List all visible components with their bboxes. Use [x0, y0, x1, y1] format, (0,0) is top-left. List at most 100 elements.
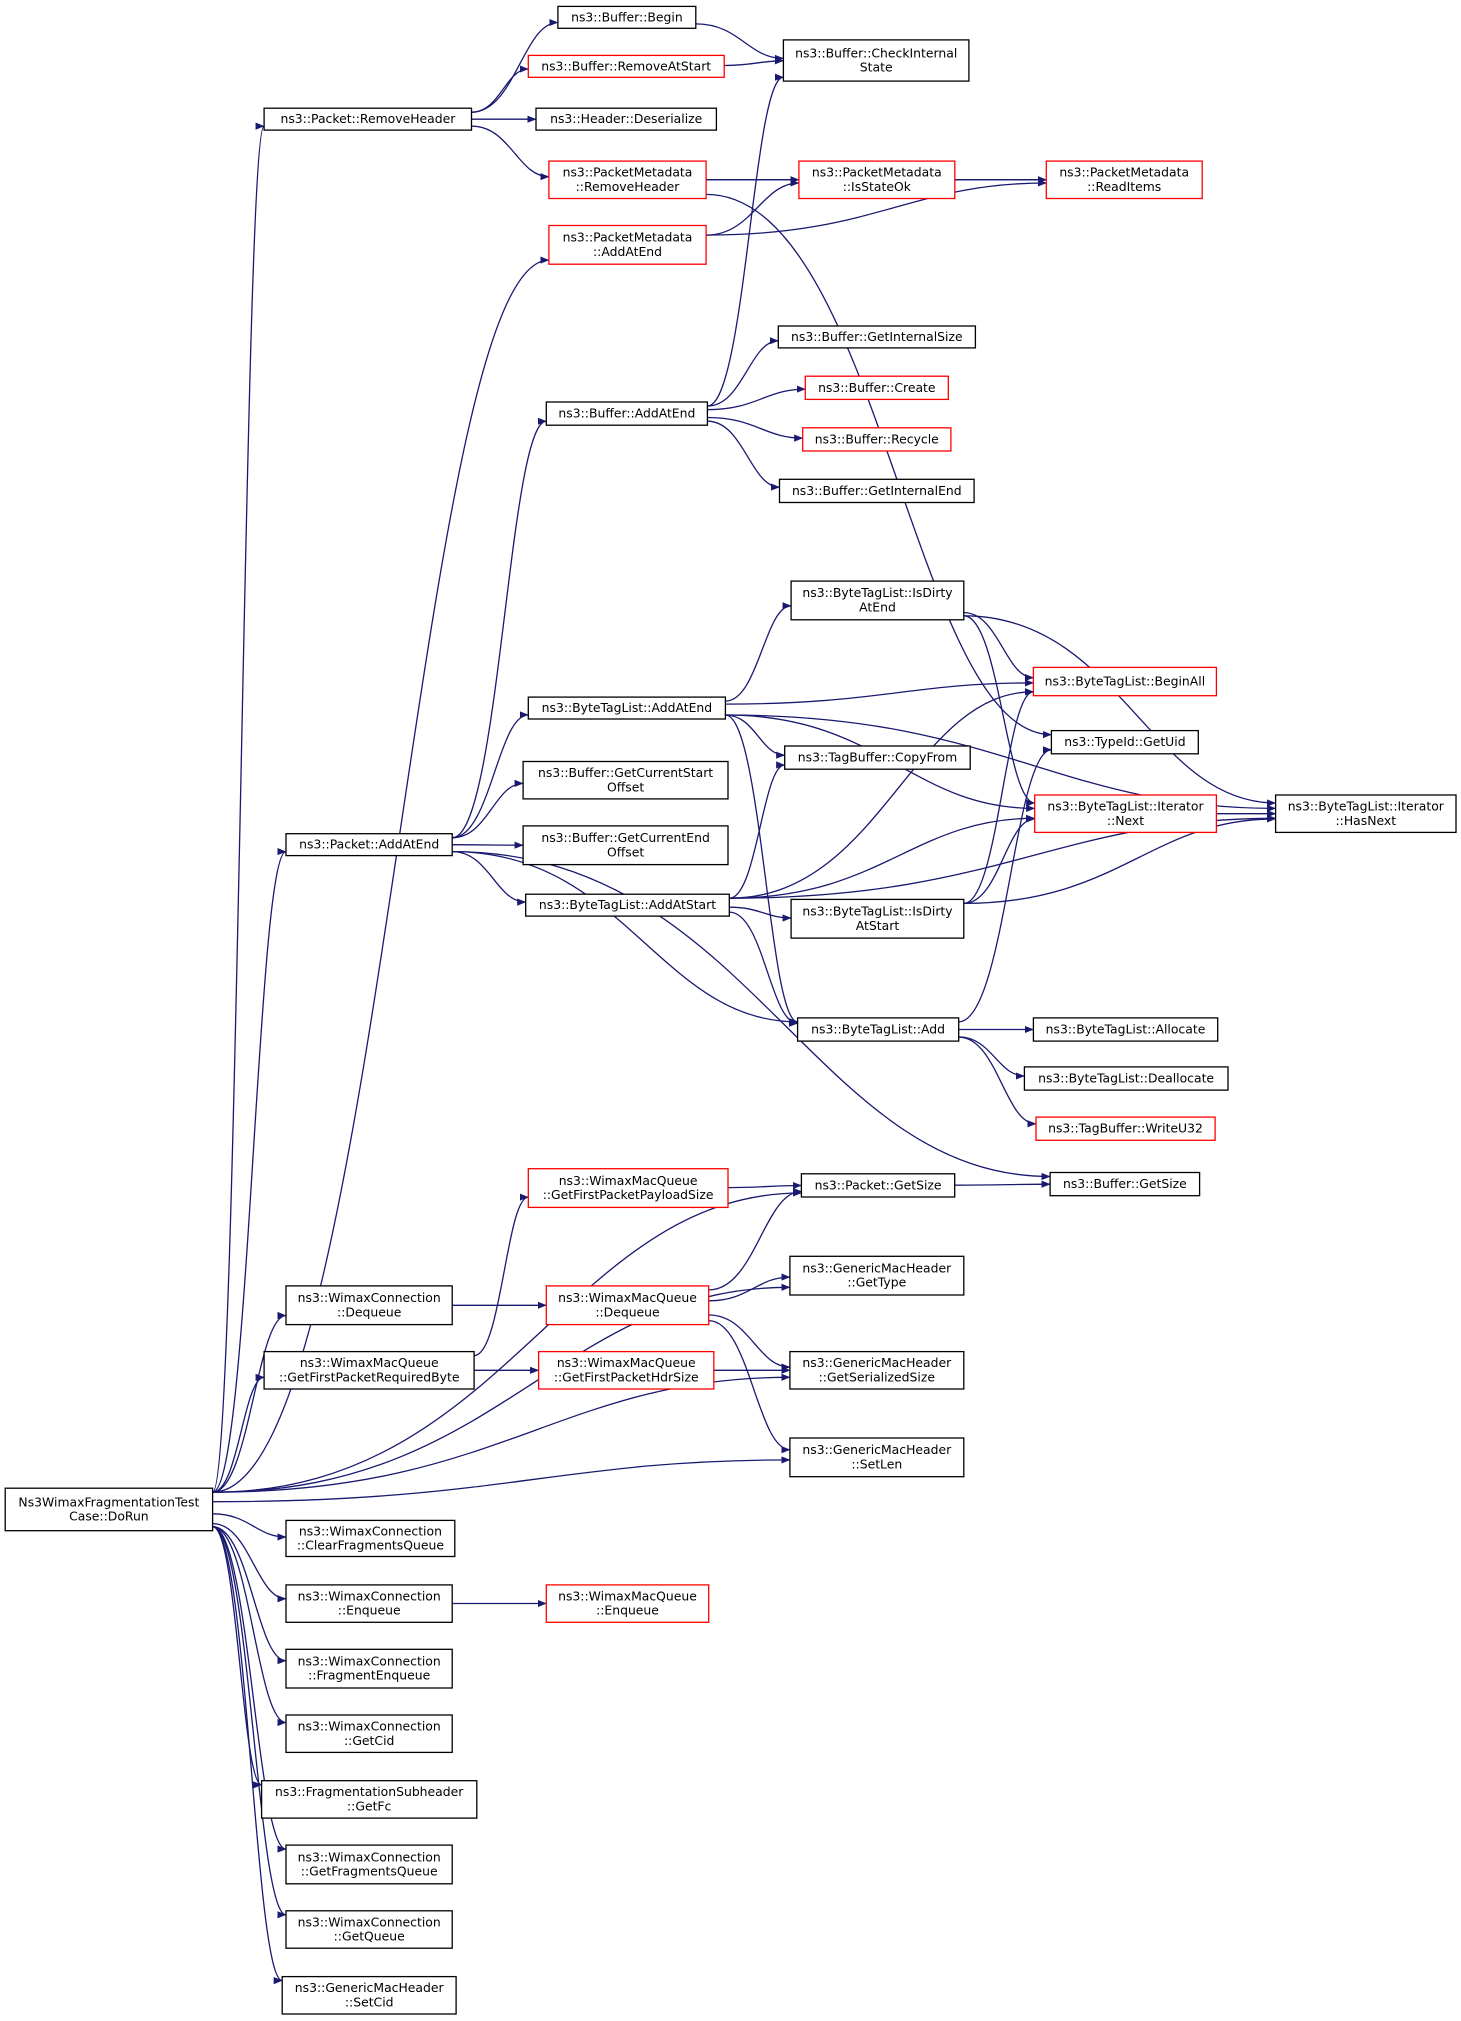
node-buf-begin[interactable]: ns3::Buffer::Begin — [557, 5, 697, 29]
edge-buf-addatend-to-buf-getinternalend — [707, 420, 780, 491]
node-pkt-removeheader[interactable]: ns3::Packet::RemoveHeader — [263, 107, 473, 131]
node-label: ns3::ByteTagList::AddAtEnd — [542, 700, 713, 715]
node-wc-clearfragments[interactable]: ns3::WimaxConnection::ClearFragmentsQueu… — [285, 1519, 456, 1558]
node-buf-getinternalsize[interactable]: ns3::Buffer::GetInternalSize — [777, 325, 977, 349]
node-box — [1045, 160, 1203, 200]
edge-root-to-pkt-removeheader — [212, 123, 265, 1493]
edge-btl-addatstart-to-btl-isdirtyatstart — [729, 906, 792, 922]
node-label: ns3::Buffer::CheckInternal — [795, 45, 957, 60]
node-tagbuf-copyfrom[interactable]: ns3::TagBuffer::CopyFrom — [784, 745, 971, 770]
node-hdr-deserialize[interactable]: ns3::Header::Deserialize — [535, 107, 718, 131]
node-pkt-getsize[interactable]: ns3::Packet::GetSize — [800, 1173, 956, 1198]
node-btl-addatend[interactable]: ns3::ByteTagList::AddAtEnd — [527, 696, 727, 720]
node-label: ns3::Packet::AddAtEnd — [299, 837, 439, 852]
node-label: ns3::ByteTagList::Deallocate — [1038, 1070, 1214, 1085]
edge-pkt-addatend-to-buf-getcurrentend — [452, 841, 524, 849]
node-buf-create[interactable]: ns3::Buffer::Create — [804, 375, 949, 401]
node-box — [796, 1017, 960, 1042]
edge-btl-addatstart-to-btl-add — [729, 911, 799, 1027]
edge-btl-add-to-typeid-getuid — [958, 746, 1052, 1023]
node-box — [285, 1519, 456, 1558]
node-box — [1050, 729, 1199, 755]
node-label: ns3::TagBuffer::WriteU32 — [1048, 1121, 1203, 1136]
edge-buf-addatend-to-buf-checkinternal — [707, 73, 784, 407]
node-pkt-addatend[interactable]: ns3::Packet::AddAtEnd — [285, 833, 453, 857]
node-wmq-dequeue[interactable]: ns3::WimaxMacQueue::Dequeue — [545, 1285, 710, 1326]
node-label: ::ReadItems — [1087, 179, 1161, 194]
node-pm-isstateok[interactable]: ns3::PacketMetadata::IsStateOk — [798, 160, 956, 200]
node-btl-allocate[interactable]: ns3::ByteTagList::Allocate — [1032, 1017, 1219, 1042]
node-box — [548, 224, 707, 265]
node-btl-beginall[interactable]: ns3::ByteTagList::BeginAll — [1032, 666, 1218, 697]
node-tagbuf-writeu32[interactable]: ns3::TagBuffer::WriteU32 — [1035, 1116, 1216, 1141]
edge-btl-addatend-to-tagbuf-copyfrom — [725, 714, 786, 759]
node-wmq-enqueue[interactable]: ns3::WimaxMacQueue::Enqueue — [545, 1584, 710, 1623]
node-label: ns3::Packet::RemoveHeader — [280, 111, 456, 126]
node-wmq-getfirsthdrsize[interactable]: ns3::WimaxMacQueue::GetFirstPacketHdrSiz… — [537, 1350, 715, 1390]
node-wmq-getfirstpayload[interactable]: ns3::WimaxMacQueue::GetFirstPacketPayloa… — [527, 1168, 729, 1209]
node-box — [527, 696, 727, 720]
node-pm-readitems[interactable]: ns3::PacketMetadata::ReadItems — [1045, 160, 1203, 200]
edge-buf-addatend-to-buf-getinternalsize — [707, 337, 779, 407]
node-label: ns3::Buffer::Begin — [571, 9, 683, 24]
node-label: ::GetFragmentsQueue — [301, 1864, 438, 1879]
node-label: Offset — [607, 779, 644, 794]
node-wc-getfragmentsqueue[interactable]: ns3::WimaxConnection::GetFragmentsQueue — [285, 1844, 453, 1885]
node-label: ns3::PacketMetadata — [1059, 165, 1189, 180]
node-btl-addatstart[interactable]: ns3::ByteTagList::AddAtStart — [525, 893, 730, 917]
node-btl-iter-hasnext[interactable]: ns3::ByteTagList::Iterator::HasNext — [1274, 794, 1457, 834]
edge-btl-addatend-to-btl-beginall — [725, 679, 1034, 705]
node-label: ns3::WimaxConnection — [298, 1914, 441, 1929]
node-wc-getqueue[interactable]: ns3::WimaxConnection::GetQueue — [285, 1910, 453, 1949]
node-label: ns3::Buffer::GetCurrentEnd — [541, 830, 709, 845]
node-label: ns3::Packet::GetSize — [815, 1177, 942, 1192]
node-label: ns3::GenericMacHeader — [802, 1355, 952, 1370]
edge-buf-begin-to-buf-checkinternal — [695, 23, 784, 62]
node-label: ns3::ByteTagList::IsDirty — [802, 904, 952, 919]
node-gmh-getserialized[interactable]: ns3::GenericMacHeader::GetSerializedSize — [789, 1350, 965, 1390]
edge-pm-removeheader-to-typeid-getuid — [706, 193, 1052, 739]
node-label: ns3::Buffer::RemoveAtStart — [541, 58, 711, 73]
node-wc-dequeue[interactable]: ns3::WimaxConnection::Dequeue — [285, 1285, 453, 1326]
node-pm-addatend[interactable]: ns3::PacketMetadata::AddAtEnd — [548, 224, 707, 265]
node-btl-iter-next[interactable]: ns3::ByteTagList::Iterator::Next — [1034, 794, 1218, 834]
node-label: ns3::WimaxConnection — [298, 1719, 441, 1734]
node-wc-getcid[interactable]: ns3::WimaxConnection::GetCid — [285, 1714, 453, 1754]
node-label: ns3::WimaxConnection — [298, 1588, 441, 1603]
node-label: ns3::ByteTagList::AddAtStart — [539, 897, 716, 912]
edge-buf-addatend-to-buf-create — [707, 385, 806, 411]
node-label: ns3::WimaxConnection — [298, 1849, 441, 1864]
node-buf-getsize[interactable]: ns3::Buffer::GetSize — [1049, 1171, 1201, 1197]
node-gmh-setcid[interactable]: ns3::GenericMacHeader::SetCid — [281, 1975, 457, 2015]
node-box — [527, 54, 725, 78]
edge-root-to-gmh-getserialized — [212, 1373, 791, 1493]
node-box — [285, 1714, 453, 1754]
node-label: ns3::WimaxMacQueue — [558, 1290, 697, 1305]
edge-root-to-wc-enqueue — [212, 1522, 287, 1603]
node-label: ::Enqueue — [338, 1603, 401, 1618]
node-buf-addatend[interactable]: ns3::Buffer::AddAtEnd — [545, 401, 709, 426]
node-btl-add[interactable]: ns3::ByteTagList::Add — [796, 1017, 960, 1042]
node-box — [798, 160, 956, 200]
node-btl-deallocate[interactable]: ns3::ByteTagList::Deallocate — [1023, 1066, 1229, 1091]
node-wmq-getfirstrequired[interactable]: ns3::WimaxMacQueue::GetFirstPacketRequir… — [263, 1350, 475, 1390]
node-box — [782, 39, 970, 82]
node-label: ::HasNext — [1336, 813, 1397, 828]
node-box — [778, 478, 975, 504]
node-wc-enqueue[interactable]: ns3::WimaxConnection::Enqueue — [285, 1584, 453, 1623]
node-gmh-setlen[interactable]: ns3::GenericMacHeader::SetLen — [789, 1437, 965, 1478]
node-gmh-gettype[interactable]: ns3::GenericMacHeader::GetType — [789, 1255, 965, 1296]
node-wc-fragmentenqueue[interactable]: ns3::WimaxConnection::FragmentEnqueue — [285, 1648, 453, 1689]
node-fsh-getfc[interactable]: ns3::FragmentationSubheader::GetFc — [260, 1780, 478, 1819]
node-pm-removeheader[interactable]: ns3::PacketMetadata::RemoveHeader — [548, 160, 707, 200]
node-typeid-getuid[interactable]: ns3::TypeId::GetUid — [1050, 729, 1199, 755]
node-buf-recycle[interactable]: ns3::Buffer::Recycle — [802, 427, 952, 452]
node-buf-getinternalend[interactable]: ns3::Buffer::GetInternalEnd — [778, 478, 975, 504]
node-buf-removeatstart[interactable]: ns3::Buffer::RemoveAtStart — [527, 54, 725, 78]
